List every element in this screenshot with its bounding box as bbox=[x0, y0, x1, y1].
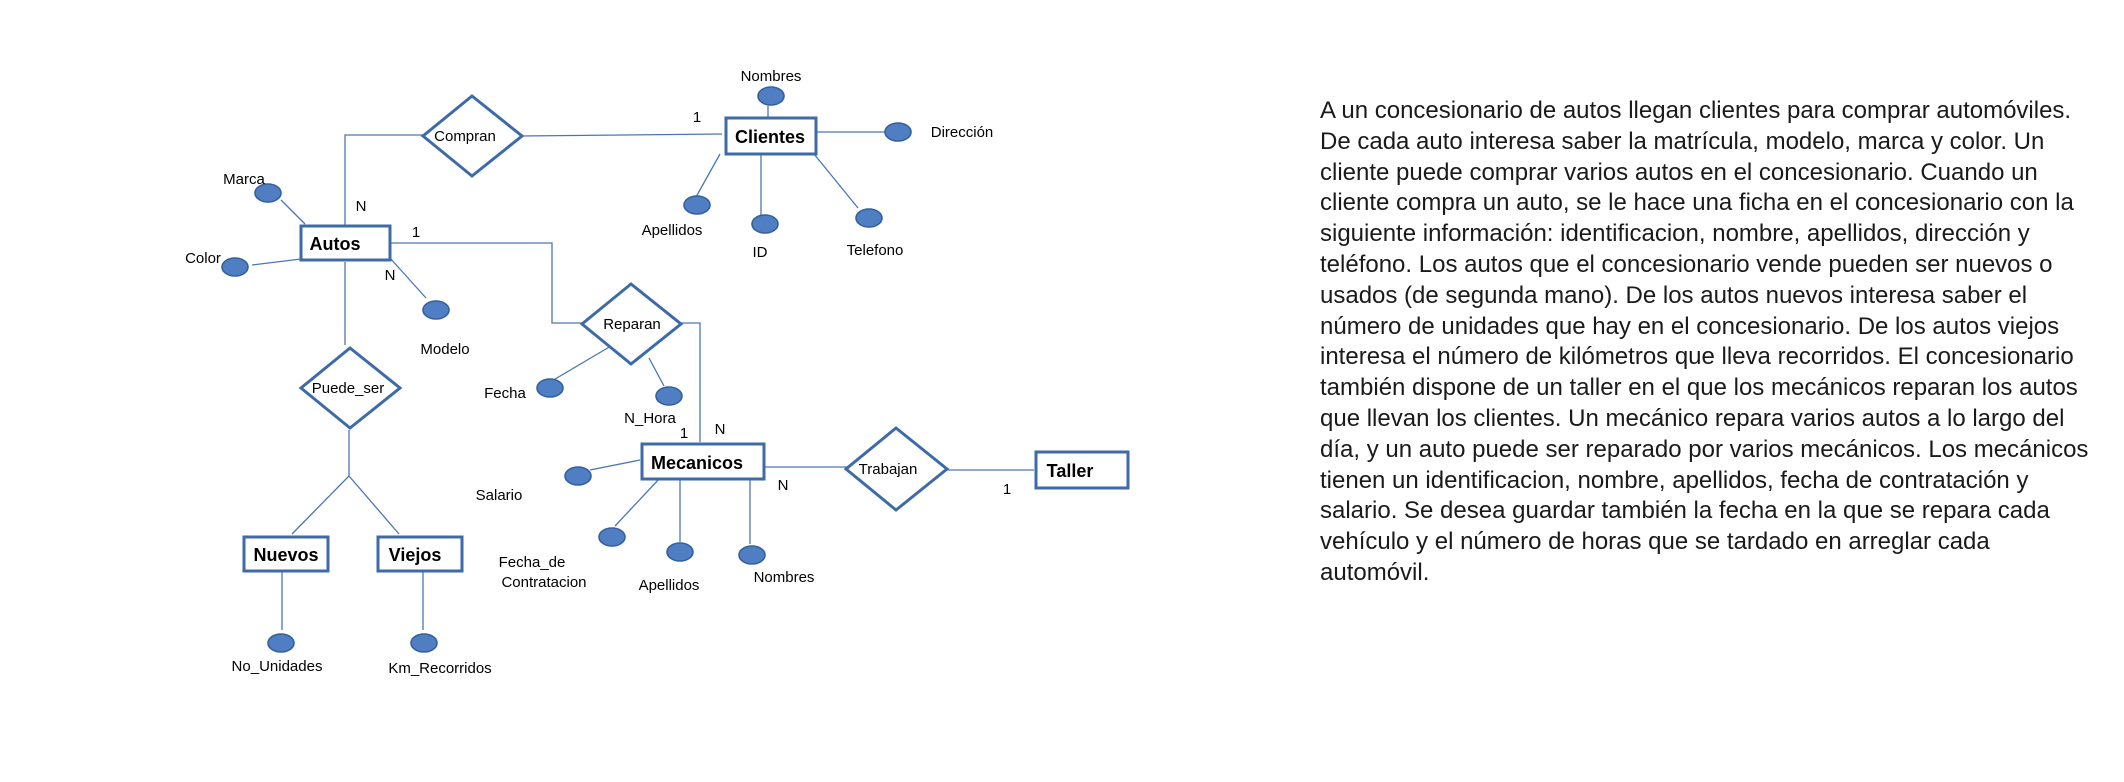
entity-label-autos: Autos bbox=[310, 234, 361, 254]
attribute-label-km-recorridos: Km_Recorridos bbox=[388, 660, 491, 677]
attribute-label-nombres-mecanico: Nombres bbox=[754, 569, 815, 586]
attribute-label-fecha: Fecha bbox=[484, 385, 526, 402]
attribute-markers bbox=[221, 86, 912, 653]
attribute-label-fecha-contratacion-2: Contratacion bbox=[501, 574, 586, 591]
relationship-puede-ser: Puede_ser bbox=[298, 346, 403, 430]
attribute-label-nombres-cliente: Nombres bbox=[741, 68, 802, 85]
entity-mecanicos: Mecanicos bbox=[640, 442, 766, 481]
relationship-label-compran: Compran bbox=[434, 128, 496, 145]
attribute-no-unidades-marker bbox=[267, 633, 295, 653]
attribute-n-hora-marker bbox=[655, 386, 683, 406]
attribute-nombres-mecanico-marker bbox=[738, 545, 766, 565]
relationship-compran: Compran bbox=[420, 94, 525, 178]
entity-label-taller: Taller bbox=[1047, 461, 1094, 481]
cardinality-autos-n: N bbox=[385, 267, 396, 284]
attribute-marca-marker bbox=[254, 183, 282, 203]
entity-autos: Autos bbox=[299, 224, 392, 262]
cardinality-trabajan-taller: 1 bbox=[1003, 481, 1011, 498]
attribute-label-modelo: Modelo bbox=[420, 341, 469, 358]
cardinality-reparan-mecanicos-n: N bbox=[715, 421, 726, 438]
relationship-label-reparan: Reparan bbox=[603, 316, 661, 333]
attribute-color-marker bbox=[221, 257, 249, 277]
attribute-label-no-unidades: No_Unidades bbox=[232, 658, 323, 675]
attribute-telefono-marker bbox=[855, 208, 883, 228]
attribute-id-marker bbox=[751, 214, 779, 234]
cardinality-reparan-autos: 1 bbox=[412, 224, 420, 241]
attribute-apellidos-mecanico-marker bbox=[666, 542, 694, 562]
attribute-direccion-marker bbox=[884, 122, 912, 142]
attribute-label-apellidos-cliente: Apellidos bbox=[642, 222, 703, 239]
entity-label-clientes: Clientes bbox=[735, 127, 805, 147]
entity-clientes: Clientes bbox=[724, 116, 818, 156]
cardinality-compran-autos: N bbox=[356, 198, 367, 215]
attribute-label-color: Color bbox=[185, 250, 221, 267]
cardinality-reparan-mecanicos-1: 1 bbox=[680, 425, 688, 442]
attribute-km-recorridos-marker bbox=[410, 633, 438, 653]
relationship-label-puede-ser: Puede_ser bbox=[312, 380, 385, 397]
cardinality-labels: 1 N 1 N 1 N N 1 bbox=[356, 109, 1012, 498]
attribute-label-n-hora: N_Hora bbox=[624, 410, 676, 427]
attribute-label-marca: Marca bbox=[223, 171, 265, 188]
attribute-label-direccion: Dirección bbox=[931, 124, 994, 141]
attribute-salario-marker bbox=[564, 466, 592, 486]
attribute-fecha-marker bbox=[536, 378, 564, 398]
problem-description: A un concesionario de autos llegan clien… bbox=[1320, 97, 2089, 586]
entity-label-mecanicos: Mecanicos bbox=[651, 453, 743, 473]
entity-label-viejos: Viejos bbox=[389, 545, 442, 565]
relationship-trabajan: Trabajan bbox=[843, 426, 950, 512]
attribute-nombres-cliente-marker bbox=[757, 86, 785, 106]
attribute-labels: Marca Color Modelo Nombres Dirección Ape… bbox=[185, 68, 993, 677]
relationship-label-trabajan: Trabajan bbox=[859, 461, 918, 478]
attribute-fecha-contratacion-marker bbox=[598, 527, 626, 547]
entity-taller: Taller bbox=[1034, 450, 1130, 490]
attribute-label-fecha-contratacion-1: Fecha_de bbox=[499, 554, 566, 571]
entity-label-nuevos: Nuevos bbox=[253, 545, 318, 565]
attribute-label-id: ID bbox=[753, 244, 768, 261]
relationship-reparan: Reparan bbox=[579, 282, 684, 366]
cardinality-trabajan-mecanicos: N bbox=[778, 477, 789, 494]
attribute-label-salario: Salario bbox=[476, 487, 523, 504]
connector-lines bbox=[251, 106, 1034, 630]
cardinality-compran-clientes: 1 bbox=[693, 109, 701, 126]
attribute-apellidos-cliente-marker bbox=[683, 195, 711, 215]
attribute-label-apellidos-mecanico: Apellidos bbox=[639, 577, 700, 594]
attribute-label-telefono: Telefono bbox=[847, 242, 904, 259]
entity-viejos: Viejos bbox=[376, 535, 464, 573]
entity-nuevos: Nuevos bbox=[242, 535, 330, 573]
attribute-modelo-marker bbox=[422, 300, 450, 320]
